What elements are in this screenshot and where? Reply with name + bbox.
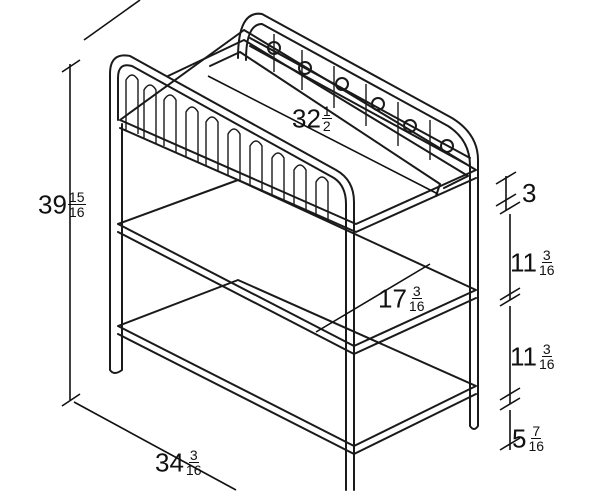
- legs: [109, 119, 479, 491]
- rail-height-label: 3: [522, 180, 536, 206]
- dimension-lines: [61, 0, 521, 491]
- total-height-whole: 39: [38, 189, 67, 220]
- shelf-depth-whole: 17: [378, 283, 407, 314]
- bottom-shelf: [117, 279, 477, 455]
- overall-width-whole: 34: [155, 447, 184, 478]
- foot-height-whole: 5: [512, 423, 527, 454]
- back-rail-panel: [237, 12, 479, 197]
- top-length-whole: 32: [292, 103, 321, 134]
- lower-gap-whole: 11: [510, 341, 537, 372]
- middle-shelf: [117, 179, 477, 355]
- front-rail-panel: [109, 54, 355, 253]
- rail-height-whole: 3: [522, 178, 537, 208]
- top-tray: [119, 29, 477, 233]
- upper-gap-whole: 11: [510, 247, 537, 278]
